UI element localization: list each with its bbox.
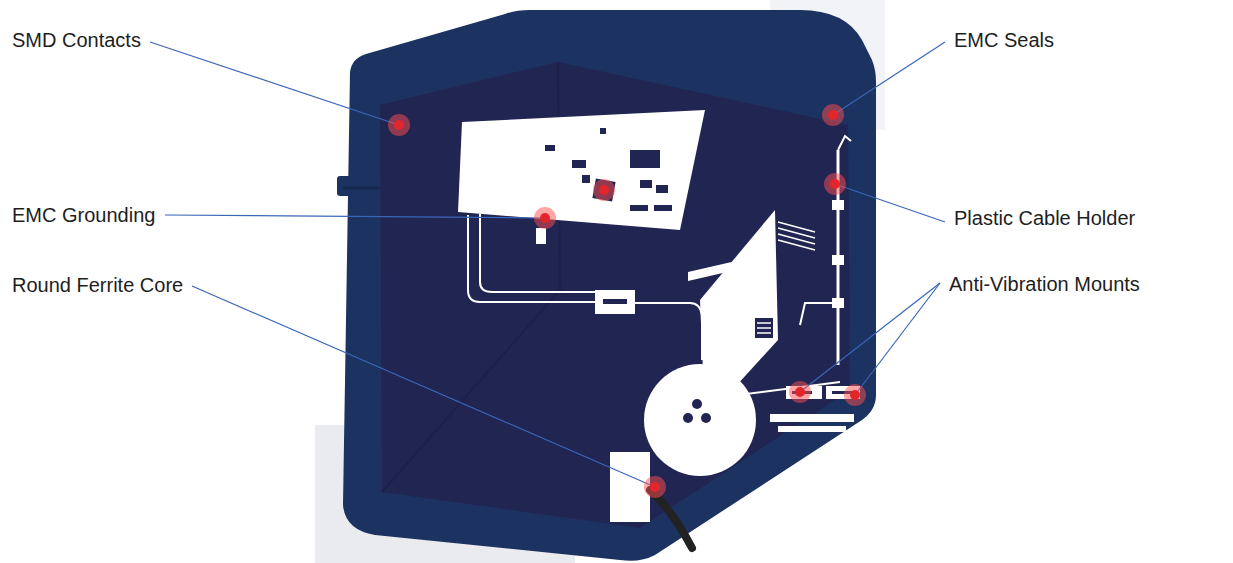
- pcb-board: [458, 110, 705, 230]
- slot-card: [688, 255, 762, 281]
- marker-halo: [388, 114, 410, 136]
- pcb-chip: [545, 145, 555, 151]
- pcb-chip: [640, 180, 652, 188]
- cable: [650, 490, 692, 548]
- part-label: Anti-Vibration Mounts: [947, 272, 1142, 296]
- board-bracket: [536, 228, 546, 244]
- cable: [635, 303, 702, 360]
- grille-line: [757, 332, 771, 334]
- marker-dot: [830, 179, 840, 189]
- marker-dot: [650, 482, 660, 492]
- housing-outer: [343, 10, 876, 561]
- pcb-processor: [592, 178, 615, 201]
- pcb-chip: [654, 205, 672, 211]
- marker-halo: [789, 381, 811, 403]
- pcb-chip: [630, 150, 660, 168]
- holder-clip: [832, 255, 844, 265]
- mount-rail: [770, 414, 854, 422]
- leader-line: [855, 283, 940, 395]
- ribbon-wire: [778, 240, 815, 250]
- part-label: EMC Grounding: [10, 203, 157, 227]
- lid-seam: [343, 187, 380, 190]
- pcb-chip: [630, 205, 648, 211]
- ribbon-wire: [778, 228, 815, 238]
- housing-inner: [380, 62, 850, 528]
- grille-line: [757, 327, 771, 329]
- pcb-chip: [600, 128, 606, 134]
- marker-halo: [644, 476, 666, 498]
- part-label: SMD Contacts: [10, 28, 143, 52]
- cable: [800, 303, 832, 325]
- fan-hub: [701, 413, 711, 423]
- marker-dot: [850, 390, 860, 400]
- leader-line: [150, 42, 399, 125]
- leader-line: [192, 286, 655, 487]
- marker-dot: [795, 387, 805, 397]
- connector-slot: [603, 299, 627, 304]
- pcb-chip: [572, 160, 586, 168]
- part-label: Round Ferrite Core: [10, 273, 185, 297]
- ribbon-wire: [778, 222, 815, 232]
- fan-hub: [692, 399, 702, 409]
- holder-clip: [832, 298, 844, 308]
- marker-halo: [844, 384, 866, 406]
- marker-dot: [540, 213, 550, 223]
- cable: [468, 215, 595, 302]
- card-grille: [755, 318, 773, 338]
- leader-line: [833, 42, 945, 115]
- ribbon-wire: [778, 234, 815, 244]
- marker-dot: [828, 110, 838, 120]
- fan: [644, 364, 756, 476]
- marker-halo: [534, 207, 556, 229]
- pcb-chip: [582, 175, 590, 183]
- holder-clip: [832, 200, 844, 210]
- leader-line: [165, 215, 545, 218]
- marker-halo: [824, 173, 846, 195]
- mount-rail: [778, 426, 846, 432]
- marker-halo: [593, 179, 615, 201]
- part-label: EMC Seals: [952, 28, 1056, 52]
- connector: [595, 290, 635, 314]
- marker-halo: [822, 104, 844, 126]
- holder-tip: [838, 136, 851, 150]
- part-label: Plastic Cable Holder: [952, 206, 1137, 230]
- fan-hub: [683, 413, 693, 423]
- leader-line: [835, 184, 945, 222]
- pcb-chip: [656, 185, 668, 193]
- marker-dot: [394, 120, 404, 130]
- marker-dot: [599, 185, 609, 195]
- grille-line: [757, 322, 771, 324]
- lid-ridge: [337, 176, 351, 196]
